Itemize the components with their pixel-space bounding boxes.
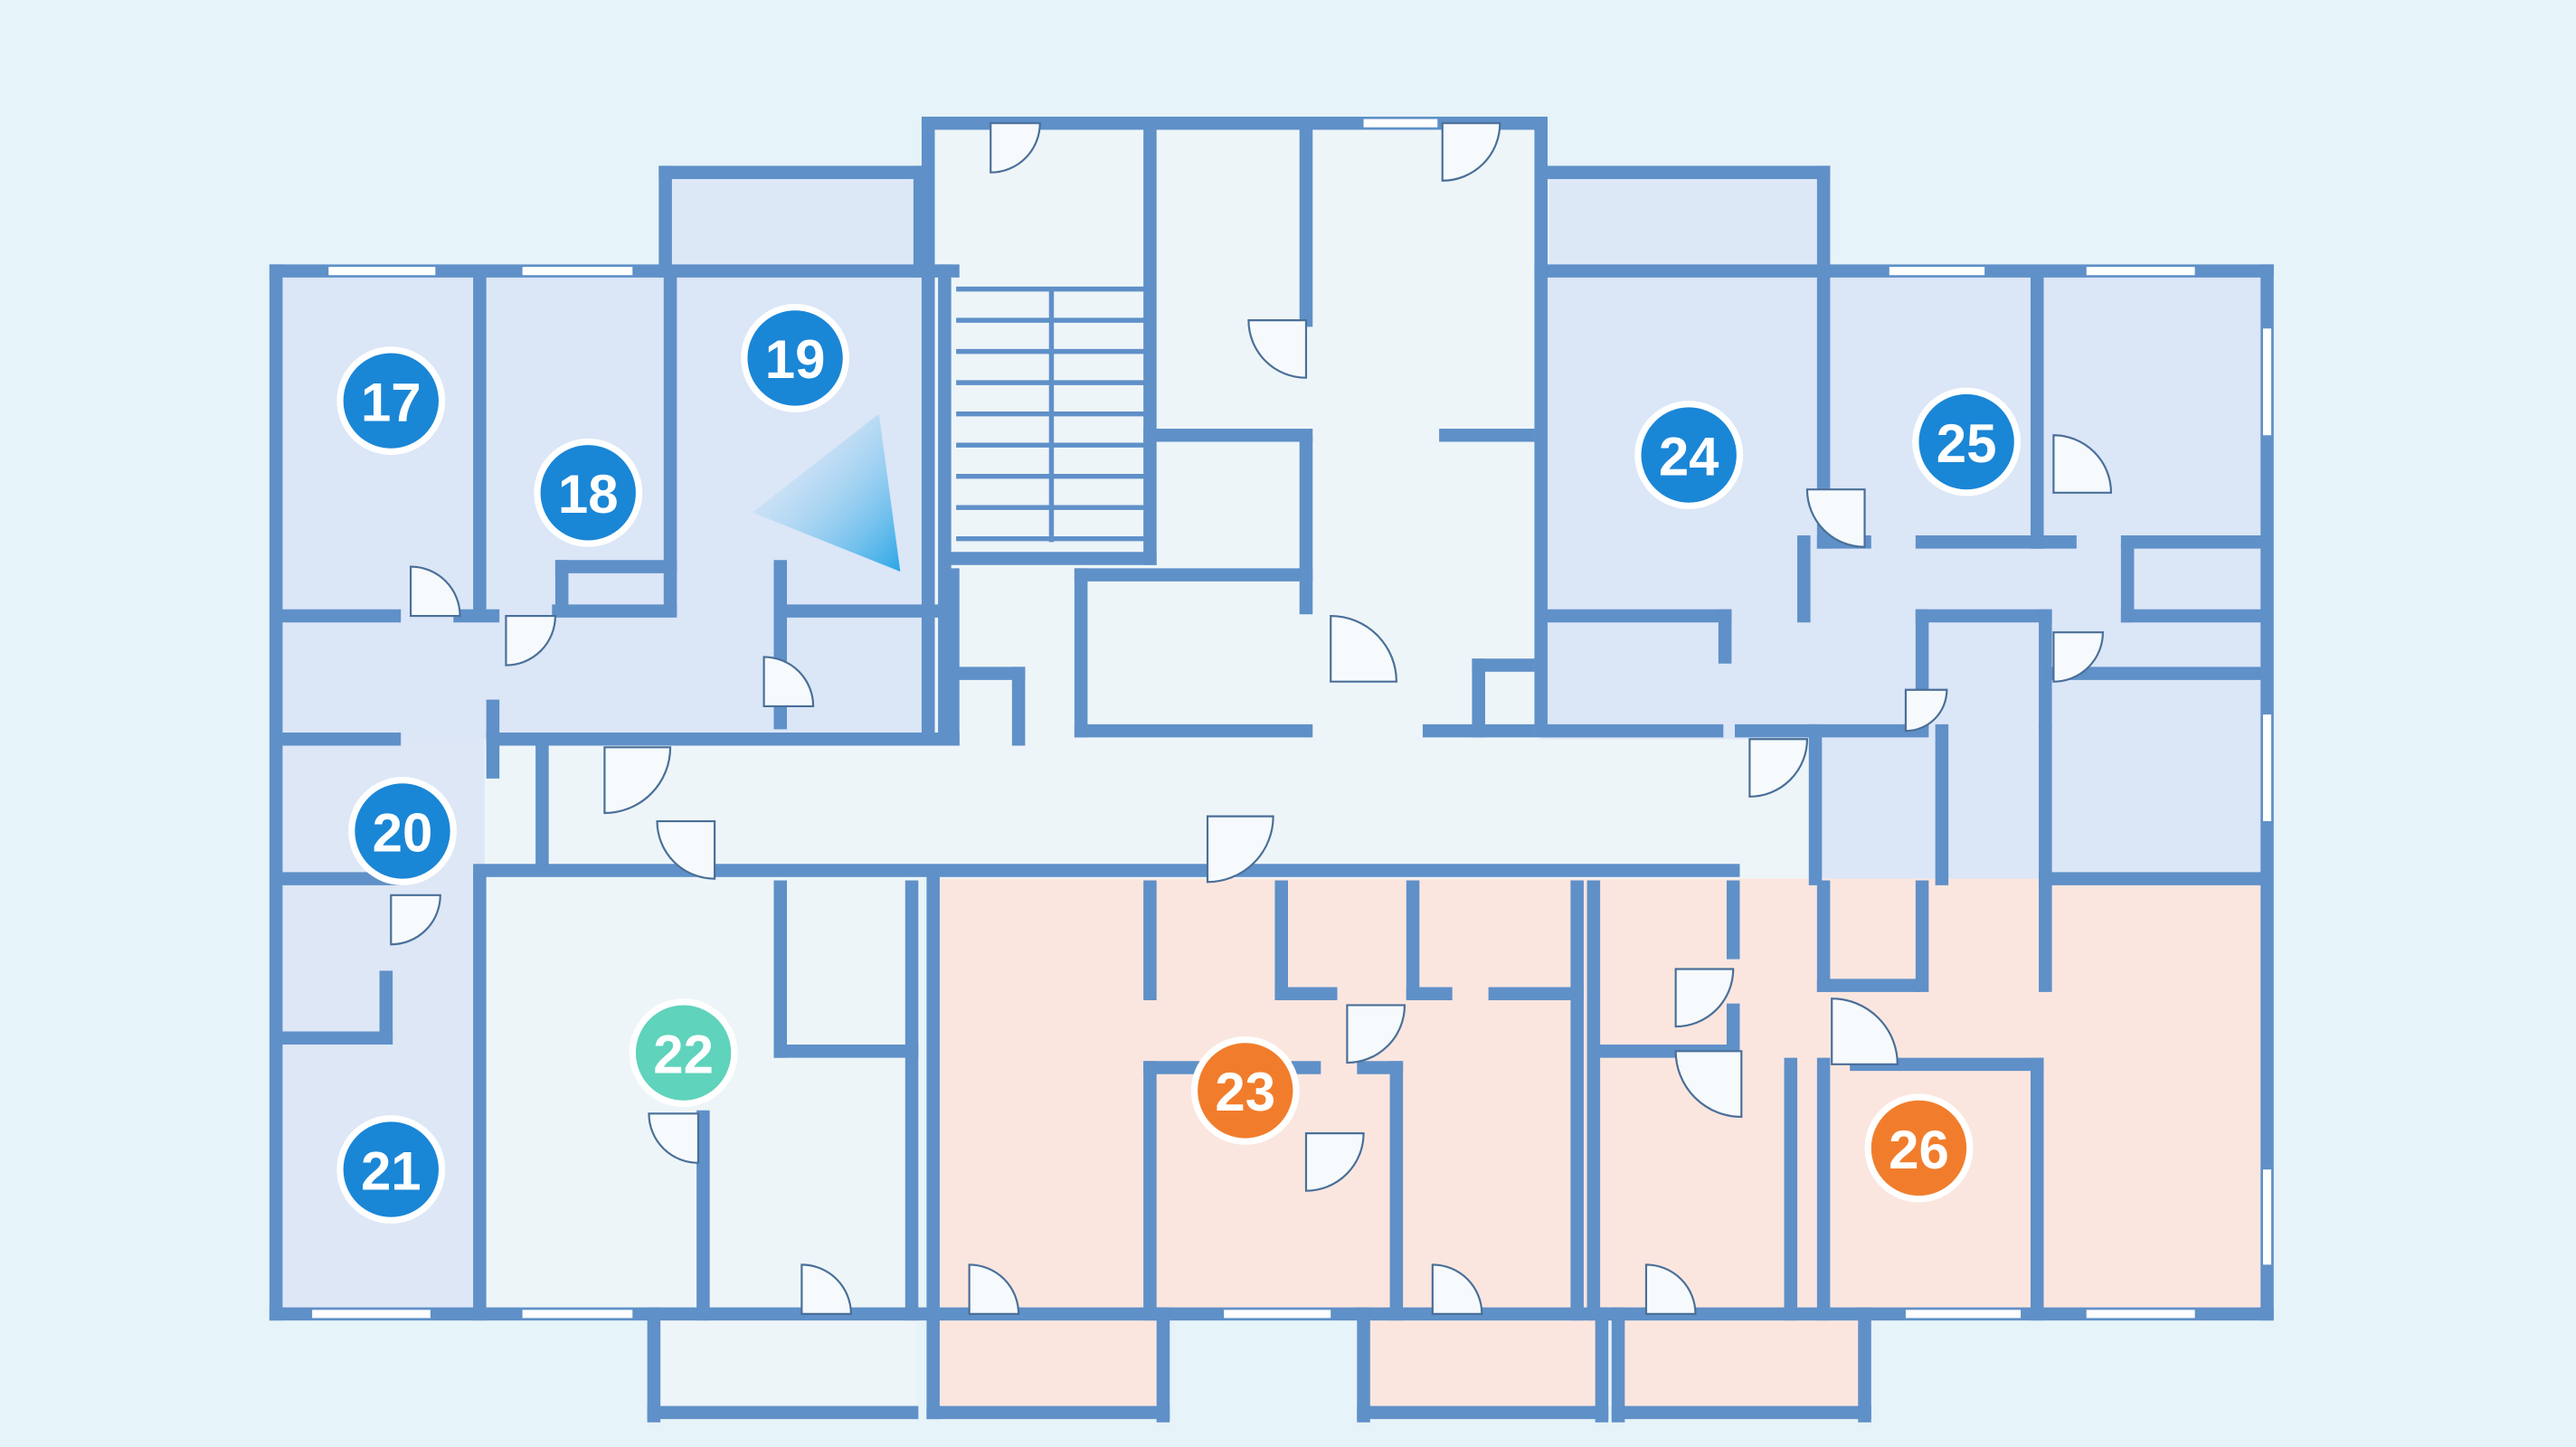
marker-badge [343,1121,439,1217]
door-swing [409,565,461,618]
marker-badge [1918,393,2014,490]
door-swing [1206,815,1274,884]
room-marker-26[interactable]: 26 [1864,1093,1974,1203]
door-swing [1674,968,1735,1028]
balcony-bottom-3 [1363,1313,1607,1413]
doors [390,122,2113,1315]
door-swing [648,1112,700,1164]
door-swing [603,746,672,815]
door-swing [1431,1263,1483,1315]
door-swing [390,894,441,946]
door-swing [1304,1132,1365,1192]
marker-label: 21 [361,1140,421,1201]
marker-badge [1641,407,1737,503]
view-cone [752,413,901,572]
room-marker-20[interactable]: 20 [348,777,457,885]
marker-badge [1198,1043,1293,1139]
balcony-top-left [665,172,925,269]
marker-label: 22 [653,1024,714,1084]
door-swing [1330,614,1397,683]
walls [269,116,2274,1423]
marker-badge [540,445,636,541]
room-marker-22[interactable]: 22 [629,998,738,1108]
door-swing [656,819,716,880]
marker-label: 24 [1659,426,1719,487]
balcony-bottom-2 [928,1313,1163,1413]
room-marker-24[interactable]: 24 [1634,401,1744,509]
balcony-top-right [1548,172,1825,269]
marker-badge [635,1005,732,1101]
door-swing [1674,1050,1743,1119]
door-swing [2052,434,2113,494]
marker-badge [355,783,450,879]
door-swing [1904,688,1948,733]
marker-label: 23 [1215,1062,1275,1122]
right-wing-zone [1540,274,2264,740]
marker-label: 19 [765,329,826,390]
room-markers: 17 18 19 20 21 22 23 24 25 26 [336,303,2022,1225]
marker-badge [747,310,843,406]
door-swing [1748,738,1809,798]
room-marker-21[interactable]: 21 [336,1115,446,1225]
marker-badge [1870,1100,1967,1196]
door-swing [2052,631,2104,683]
room-marker-17[interactable]: 17 [336,346,446,456]
door-swing [1247,319,1308,379]
door-swing [1831,998,1899,1065]
balcony-bottom-1 [653,1313,917,1413]
door-swing [1441,122,1501,182]
staircase [956,286,1147,543]
door-swing [762,656,815,708]
door-swing [990,122,1041,174]
marker-badge [343,353,439,449]
door-swing [1805,488,1866,548]
room-marker-18[interactable]: 18 [534,438,643,547]
door-swing [1346,1004,1406,1064]
room-marker-19[interactable]: 19 [741,303,850,412]
room-marker-23[interactable]: 23 [1190,1036,1300,1145]
marker-label: 25 [1937,413,1997,474]
room-marker-25[interactable]: 25 [1912,387,2022,497]
marker-label: 17 [361,372,421,432]
marker-label: 20 [373,802,433,863]
door-swing [968,1263,1020,1315]
marker-label: 26 [1889,1120,1949,1180]
door-swing [800,1263,852,1315]
door-swing [505,614,557,667]
balcony-bottom-4 [1615,1313,1865,1413]
marker-label: 18 [558,464,619,525]
door-swing [1644,1263,1697,1315]
zones [279,123,2264,1413]
